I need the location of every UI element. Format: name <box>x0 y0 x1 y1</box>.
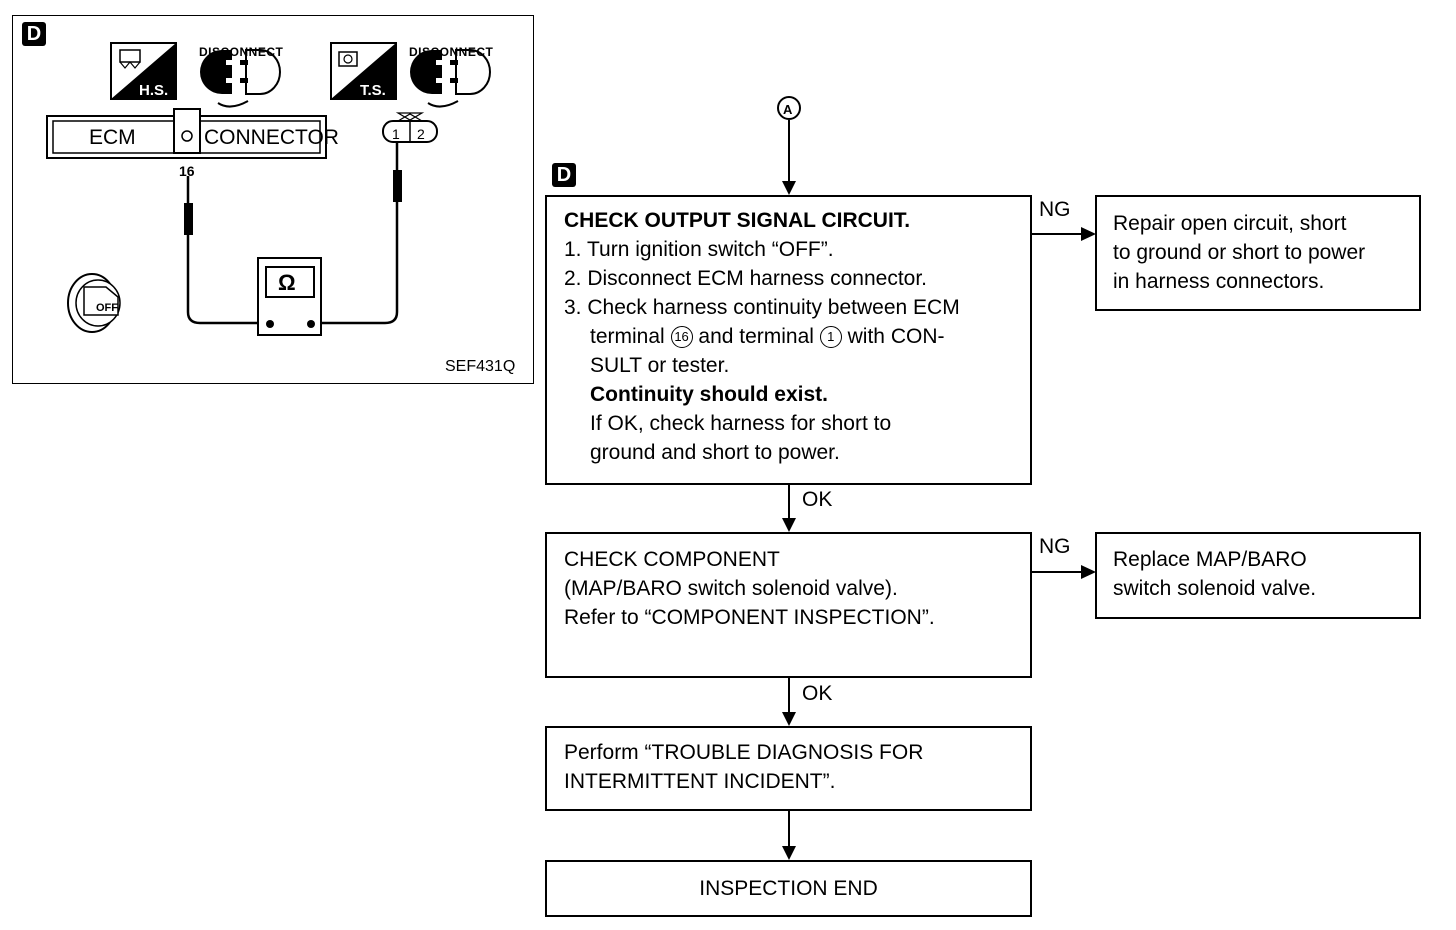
figure-panel-tag: D <box>22 22 46 46</box>
step-line: SULT or tester. <box>590 354 730 377</box>
connector-label: CONNECTOR <box>204 126 339 149</box>
box-line: CHECK COMPONENT <box>564 548 780 571</box>
hs-label: H.S. <box>139 82 169 99</box>
replace-valve-box: Replace MAP/BARO switch solenoid valve. <box>1095 532 1421 619</box>
step-line: terminal 16 and terminal 1 with CON- <box>564 322 1030 351</box>
box-line: to ground or short to power <box>1113 241 1366 264</box>
step-line: 2. Disconnect ECM harness connector. <box>564 267 928 290</box>
ohm-symbol: Ω <box>278 270 296 295</box>
box-line: Refer to “COMPONENT INSPECTION”. <box>564 606 935 629</box>
box-line: Perform “TROUBLE DIAGNOSIS FOR <box>564 741 924 764</box>
ng-label: NG <box>1039 198 1071 221</box>
terminal-1-badge: 1 <box>819 326 842 348</box>
sensor-terminal-1: 1 <box>392 126 400 142</box>
probe-tip <box>393 170 402 202</box>
repair-circuit-box: Repair open circuit, short to ground or … <box>1095 195 1421 311</box>
trouble-diagnosis-box: Perform “TROUBLE DIAGNOSIS FOR INTERMITT… <box>545 726 1032 811</box>
ng-label: NG <box>1039 535 1071 558</box>
probe-tip <box>184 203 193 235</box>
ignition-key-icon <box>67 273 121 333</box>
throttle-switch-icon <box>330 42 397 100</box>
check-component-box: CHECK COMPONENT (MAP/BARO switch solenoi… <box>545 532 1032 678</box>
disconnect-label: DISCONNECT <box>409 45 494 59</box>
terminal-text: with CON- <box>847 325 945 348</box>
step-line: If OK, check harness for short to <box>590 412 892 435</box>
sensor-terminal-2: 2 <box>417 126 425 142</box>
start-connector-label: A <box>783 102 793 117</box>
ohmmeter-icon <box>257 257 322 336</box>
arrow-heads <box>782 181 1096 860</box>
flow-lines <box>788 120 1083 848</box>
disconnect-connector-icon <box>410 49 491 108</box>
box-line: INTERMITTENT INCIDENT”. <box>564 770 836 793</box>
hood-switch-icon <box>110 42 177 100</box>
key-off-label: OFF <box>96 302 118 314</box>
terminal-16-badge: 16 <box>670 326 693 348</box>
check-output-signal-box: CHECK OUTPUT SIGNAL CIRCUIT. 1. Turn ign… <box>545 195 1032 485</box>
step-line: Continuity should exist. <box>590 383 829 406</box>
step-tag: D <box>552 163 576 187</box>
sensor-connector <box>382 112 438 143</box>
step-line: 1. Turn ignition switch “OFF”. <box>564 238 834 261</box>
step-line: ground and short to power. <box>590 441 840 464</box>
ecm-label: ECM <box>89 126 136 149</box>
disconnect-connector-icon <box>200 49 281 108</box>
box-line: Repair open circuit, short <box>1113 212 1347 235</box>
start-connector-circle <box>777 96 801 120</box>
ecm-terminal-number: 16 <box>179 163 195 179</box>
ok-label: OK <box>802 488 833 511</box>
inspection-end-box: INSPECTION END <box>545 860 1032 917</box>
terminal-text: terminal <box>590 325 665 348</box>
box-line: in harness connectors. <box>1113 270 1325 293</box>
figure-code: SEF431Q <box>445 358 516 375</box>
box-line: switch solenoid valve. <box>1113 577 1317 600</box>
step-title: CHECK OUTPUT SIGNAL CIRCUIT. <box>564 209 911 232</box>
ts-label: T.S. <box>360 82 386 99</box>
ok-label: OK <box>802 682 833 705</box>
box-line: Replace MAP/BARO <box>1113 548 1307 571</box>
ecm-connector <box>46 108 327 159</box>
probe-wires <box>186 142 399 325</box>
terminal-text: and terminal <box>698 325 814 348</box>
step-line: 3. Check harness continuity between ECM <box>564 296 960 319</box>
figure-panel <box>12 15 534 384</box>
end-label: INSPECTION END <box>699 877 878 900</box>
box-line: (MAP/BARO switch solenoid valve). <box>564 577 898 600</box>
disconnect-label: DISCONNECT <box>199 45 284 59</box>
